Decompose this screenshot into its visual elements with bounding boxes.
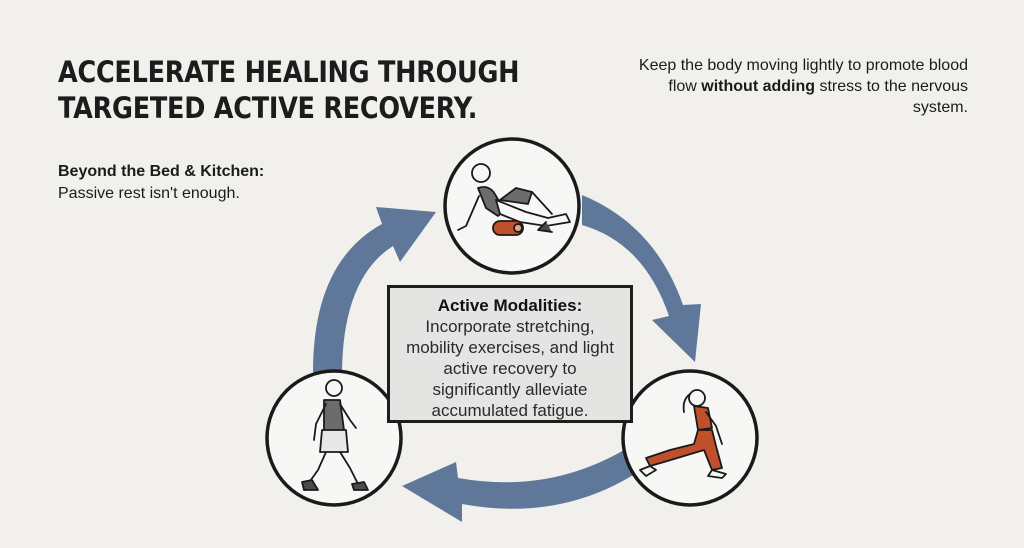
cycle-node-top: [443, 137, 581, 275]
cycle-node-left: [265, 369, 403, 507]
cycle-arrows: [313, 195, 701, 522]
walking-icon: [301, 379, 369, 491]
cycle-arrow-bottom: [402, 450, 638, 522]
active-modalities-box: Active Modalities: Incorporate stretchin…: [387, 285, 633, 423]
note-part-2: stress to the nervous system.: [815, 78, 968, 116]
note-bold: without adding: [701, 78, 816, 95]
lunge-stretch-icon: [639, 389, 727, 479]
note-part-1: Keep the body moving lightly to promote …: [638, 57, 968, 95]
title-line-2: TARGETED ACTIVE RECOVERY.: [58, 91, 478, 125]
side-note: Keep the body moving lightly to promote …: [628, 55, 968, 118]
cycle-node-right: [621, 369, 759, 507]
page-title: ACCELERATE HEALING THROUGH TARGETED ACTI…: [58, 54, 520, 126]
cycle-arrow-right: [582, 195, 701, 362]
modalities-heading: Active Modalities:: [437, 296, 583, 315]
intro-heading: Beyond the Bed & Kitchen:: [58, 163, 265, 180]
intro-text: Beyond the Bed & Kitchen: Passive rest i…: [58, 161, 264, 205]
title-line-1: ACCELERATE HEALING THROUGH: [58, 55, 520, 89]
modalities-body: Incorporate stretching, mobility exercis…: [406, 317, 614, 420]
intro-body: Passive rest isn't enough.: [58, 185, 240, 202]
cycle-arrow-left: [313, 207, 436, 372]
foam-roller-icon: [457, 163, 571, 236]
